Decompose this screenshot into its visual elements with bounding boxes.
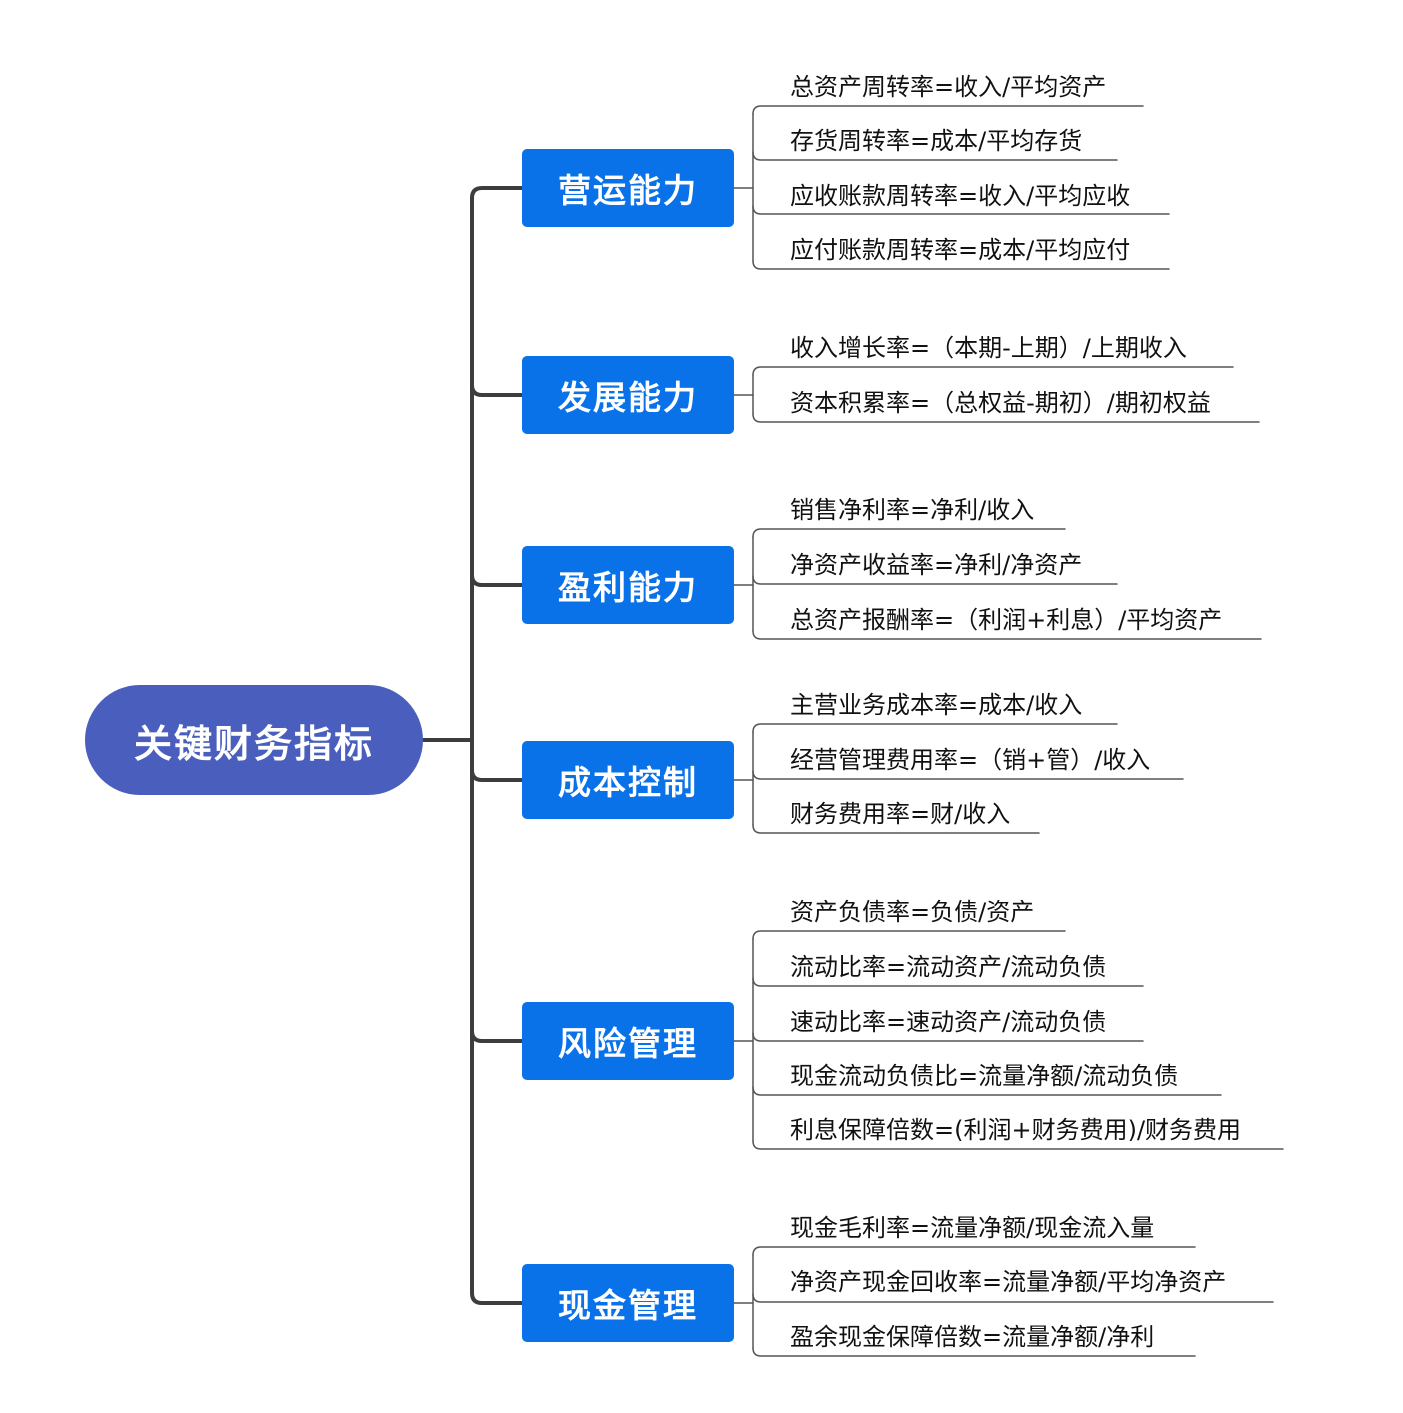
leaf-underline-2-1 (752, 575, 1118, 585)
leaf-underline-3-1 (752, 770, 1184, 780)
leaf-underline-0-3 (752, 260, 1170, 270)
leaf-item[interactable]: 流动比率=流动资产/流动负债 (790, 953, 1107, 981)
leaf-underline-4-1 (752, 977, 1144, 987)
leaf-underline-2-2 (752, 630, 1262, 640)
leaf-underline-5-1 (752, 1293, 1274, 1303)
branch-risk-management[interactable]: 风险管理 (522, 1002, 734, 1080)
leaf-item[interactable]: 收入增长率=（本期-上期）/上期收入 (790, 334, 1187, 362)
branch-label: 营运能力 (558, 171, 698, 210)
branch-label: 盈利能力 (558, 568, 698, 607)
leaf-item[interactable]: 资产负债率=负债/资产 (790, 898, 1035, 926)
leaf-item[interactable]: 应收账款周转率=收入/平均应收 (790, 182, 1131, 210)
branch-connector-4 (470, 1029, 524, 1043)
leaf-item[interactable]: 经营管理费用率=（销+管）/收入 (790, 746, 1151, 774)
branch-connector-2 (470, 573, 524, 587)
leaf-item[interactable]: 速动比率=速动资产/流动负债 (790, 1008, 1107, 1036)
leaf-item[interactable]: 总资产报酬率=（利润+利息）/平均资产 (790, 606, 1223, 634)
leaf-item[interactable]: 资本积累率=（总权益-期初）/期初权益 (790, 389, 1211, 417)
branch-operating-capability[interactable]: 营运能力 (522, 149, 734, 227)
leaf-item[interactable]: 现金毛利率=流量净额/现金流入量 (790, 1214, 1155, 1242)
leaf-underline-1-0 (752, 366, 1234, 376)
branch-label: 风险管理 (558, 1024, 698, 1063)
branch-cash-management[interactable]: 现金管理 (522, 1264, 734, 1342)
branch-profitability[interactable]: 盈利能力 (522, 546, 734, 624)
leaf-item[interactable]: 存货周转率=成本/平均存货 (790, 127, 1083, 155)
leaf-item[interactable]: 销售净利率=净利/收入 (790, 496, 1035, 524)
leaf-underline-5-2 (752, 1347, 1196, 1357)
leaf-underline-4-0 (752, 930, 1066, 940)
leaf-item[interactable]: 主营业务成本率=成本/收入 (790, 691, 1083, 719)
leaf-underline-4-3 (752, 1086, 1222, 1096)
branch-label: 发展能力 (558, 378, 698, 417)
leaf-item[interactable]: 总资产周转率=收入/平均资产 (790, 73, 1107, 101)
leaf-underline-1-1 (752, 413, 1260, 423)
branch-label: 现金管理 (558, 1286, 698, 1325)
branch-connector-3 (470, 768, 524, 782)
branch-label: 成本控制 (558, 763, 698, 802)
leaf-item[interactable]: 财务费用率=财/收入 (790, 800, 1011, 828)
branch-connector-0 (470, 186, 524, 200)
leaf-underline-3-2 (752, 824, 1040, 834)
leaf-item[interactable]: 利息保障倍数=(利润+财务费用)/财务费用 (790, 1116, 1242, 1144)
leaf-item[interactable]: 净资产收益率=净利/净资产 (790, 551, 1083, 579)
leaf-underline-2-0 (752, 528, 1066, 538)
leaf-underline-0-2 (752, 205, 1170, 215)
leaf-item[interactable]: 净资产现金回收率=流量净额/平均净资产 (790, 1268, 1227, 1296)
leaf-item[interactable]: 现金流动负债比=流量净额/流动负债 (790, 1062, 1179, 1090)
branch-development-capability[interactable]: 发展能力 (522, 356, 734, 434)
root-label: 关键财务指标 (133, 721, 374, 766)
branch-cost-control[interactable]: 成本控制 (522, 741, 734, 819)
branch-connector-1 (470, 383, 524, 397)
leaf-underline-0-1 (752, 151, 1118, 161)
leaf-item[interactable]: 应付账款周转率=成本/平均应付 (790, 236, 1131, 264)
leaf-underline-0-0 (752, 105, 1144, 115)
root-node[interactable]: 关键财务指标 (85, 685, 423, 795)
leaf-underline-4-4 (752, 1140, 1284, 1150)
leaf-underline-3-0 (752, 723, 1118, 733)
leaf-item[interactable]: 盈余现金保障倍数=流量净额/净利 (790, 1323, 1155, 1351)
leaf-underline-4-2 (752, 1032, 1144, 1042)
leaf-underline-5-0 (752, 1246, 1196, 1256)
branch-connector-5 (470, 1291, 524, 1305)
